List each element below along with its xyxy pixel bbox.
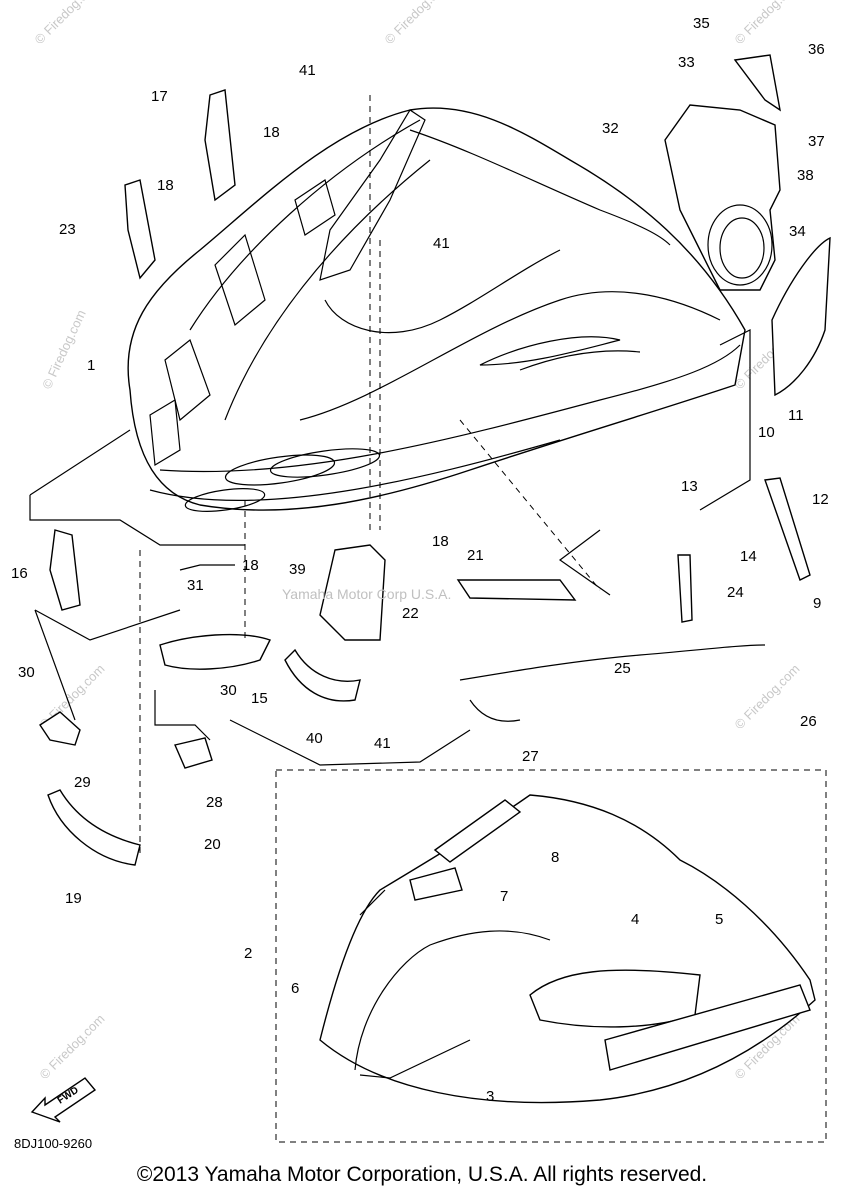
callout-label: 21 (467, 547, 484, 564)
callout-label: 37 (808, 133, 825, 150)
detail-inset (275, 769, 827, 1143)
callout-label: 18 (157, 177, 174, 194)
callout-label: 14 (740, 548, 757, 565)
callout-label: 34 (789, 223, 806, 240)
watermark: © Firedog.com (32, 0, 103, 47)
grille-part-23 (124, 179, 156, 280)
grille-part-15 (159, 633, 271, 670)
callout-label: 12 (812, 491, 829, 508)
callout-label: 6 (291, 980, 299, 997)
callout-label: 26 (800, 713, 817, 730)
grille-part-22 (456, 579, 577, 601)
callout-label: 15 (251, 690, 268, 707)
callout-label: 40 (306, 730, 323, 747)
callout-label: 16 (11, 565, 28, 582)
callout-label: 3 (486, 1088, 494, 1105)
grille-part-40 (284, 648, 361, 702)
watermark: © Firedog.com (732, 0, 803, 47)
callout-label: 39 (289, 561, 306, 578)
callout-label: 24 (727, 584, 744, 601)
callout-label: 4 (631, 911, 639, 928)
callout-label: 36 (808, 41, 825, 58)
copyright-notice: ©2013 Yamaha Motor Corporation, U.S.A. A… (136, 1163, 708, 1186)
callout-label: 13 (681, 478, 698, 495)
callout-label: 5 (715, 911, 723, 928)
callout-label: 38 (797, 167, 814, 184)
callout-label: 32 (602, 120, 619, 137)
cover-part-32 (664, 104, 781, 291)
diagram-code: 8DJ100-9260 (14, 1136, 93, 1151)
leader-lines (29, 329, 751, 766)
spring-part-27 (469, 699, 521, 722)
callout-label: 19 (65, 890, 82, 907)
callout-label: 23 (59, 221, 76, 238)
callout-label: 41 (299, 62, 316, 79)
center-watermark: Yamaha Motor Corp U.S.A. (282, 586, 452, 602)
grille-part-16 (49, 529, 81, 611)
callout-label: 9 (813, 595, 821, 612)
callout-label: 35 (693, 15, 710, 32)
callout-label: 17 (151, 88, 168, 105)
callout-label: 28 (206, 794, 223, 811)
callout-label: 10 (758, 424, 775, 441)
callout-label: 20 (204, 836, 221, 853)
leader-dashes (139, 95, 601, 855)
callout-label: 41 (374, 735, 391, 752)
callout-label: 22 (402, 605, 419, 622)
callout-label: 11 (788, 407, 804, 424)
bracket-part-39 (319, 544, 386, 641)
tie-part-24 (677, 554, 693, 623)
callout-label: 1 (87, 357, 95, 374)
grille-part-17 (204, 89, 236, 202)
fwd-arrow-icon: FWD (30, 1077, 97, 1123)
cable-part-25 (459, 644, 766, 681)
bracket-part-33 (733, 54, 781, 112)
callouts: 1 2 3 4 5 6 7 8 9 10 11 12 13 14 15 16 1… (11, 15, 829, 1105)
callout-label: 18 (432, 533, 449, 550)
callout-label: 30 (18, 664, 35, 681)
callout-label: 8 (551, 849, 559, 866)
watermark: © Firedog.com (37, 1011, 108, 1082)
watermark: © Firedog.com (39, 307, 89, 391)
panel-part-34 (771, 236, 831, 397)
callout-label: 31 (187, 577, 204, 594)
hood-shroud-part (127, 107, 746, 512)
bracket-part-29 (39, 711, 81, 746)
callout-label: 2 (244, 945, 252, 962)
callout-label: 29 (74, 774, 91, 791)
bracket-part-28 (174, 737, 213, 769)
callout-label: 30 (220, 682, 237, 699)
callout-label: 25 (614, 660, 631, 677)
callout-label: 7 (500, 888, 508, 905)
callout-label: 18 (263, 124, 280, 141)
callout-label: 33 (678, 54, 695, 71)
watermark: © Firedog.com (732, 661, 803, 732)
watermark: © Firedog.com (382, 0, 453, 47)
callout-label: 41 (433, 235, 450, 252)
grille-part-19 (47, 789, 141, 866)
callout-label: 18 (242, 557, 259, 574)
callout-label: 27 (522, 748, 539, 765)
strap-part-9 (764, 477, 811, 581)
